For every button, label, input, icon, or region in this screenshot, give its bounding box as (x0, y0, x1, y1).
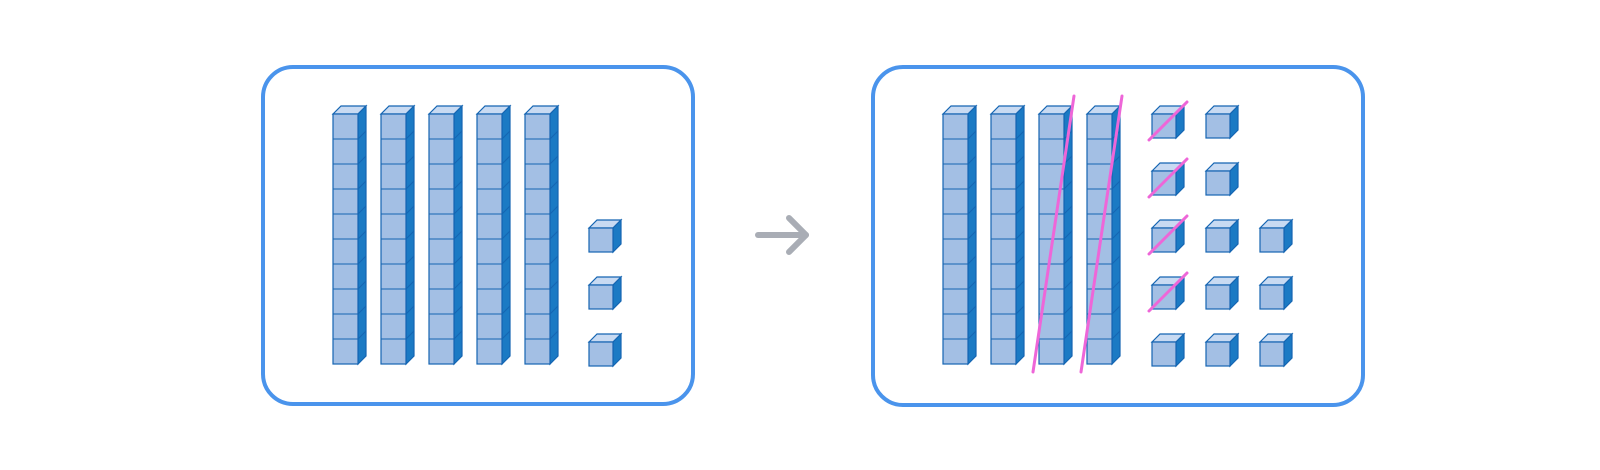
after-panel (871, 65, 1365, 407)
unit-cube (587, 218, 623, 254)
before-panel (261, 65, 695, 406)
before-tens-rods (331, 104, 560, 366)
unit-cube (1204, 104, 1240, 140)
tens-rod (523, 104, 560, 366)
after-tens-rods (941, 94, 1124, 374)
cross-out-mark (1147, 214, 1189, 256)
before-ones-cubes (587, 218, 623, 368)
tens-rod-crossed (1079, 94, 1124, 374)
unit-cube (1204, 218, 1240, 254)
cross-out-mark (1147, 157, 1189, 199)
unit-cube (1204, 275, 1240, 311)
unit-cube (1204, 161, 1240, 197)
cross-out-mark (1031, 94, 1076, 374)
unit-cube (1258, 275, 1294, 311)
unit-cube (1150, 332, 1186, 368)
tens-rod (941, 104, 978, 366)
unit-cube (587, 275, 623, 311)
before-panel-frame (261, 65, 695, 406)
cross-out-mark (1147, 100, 1189, 142)
unit-cube (587, 332, 623, 368)
cross-out-mark (1079, 94, 1124, 374)
tens-rod-crossed (1031, 94, 1076, 374)
tens-rod (475, 104, 512, 366)
unit-cube (1204, 332, 1240, 368)
tens-rod (427, 104, 464, 366)
unit-cube-crossed (1147, 271, 1189, 313)
tens-rod (989, 104, 1026, 366)
unit-cube-crossed (1147, 157, 1189, 199)
arrow-right-icon (755, 215, 809, 255)
cross-out-mark (1147, 271, 1189, 313)
tens-rod (331, 104, 368, 366)
tens-rod (379, 104, 416, 366)
after-ones-cubes (1147, 100, 1294, 368)
unit-cube (1258, 332, 1294, 368)
unit-cube-crossed (1147, 214, 1189, 256)
unit-cube-crossed (1147, 100, 1189, 142)
after-panel-frame (871, 65, 1365, 407)
unit-cube (1258, 218, 1294, 254)
